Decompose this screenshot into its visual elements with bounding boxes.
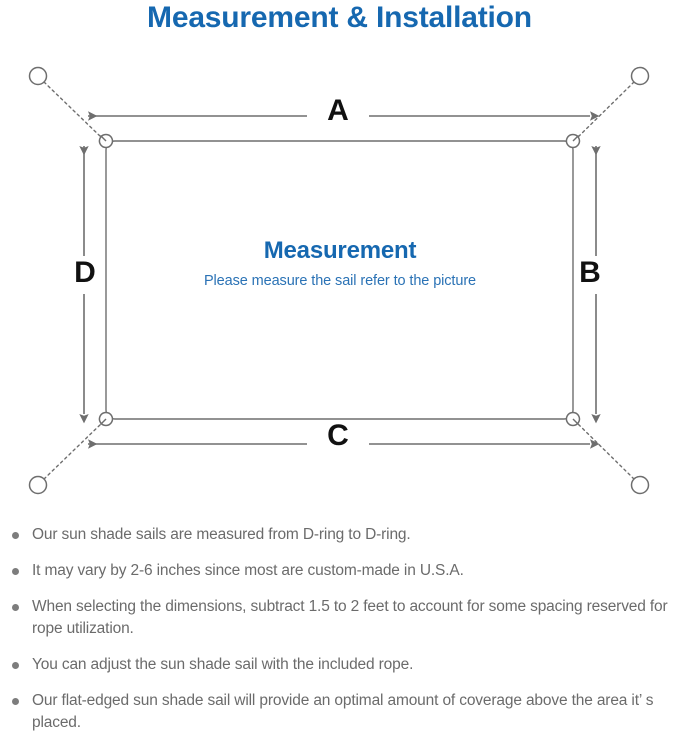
anchor-top-left-icon: [28, 66, 48, 86]
page-title: Measurement & Installation: [147, 1, 532, 34]
rope-top-right: [575, 81, 635, 140]
list-item: When selecting the dimensions, subtract …: [0, 596, 679, 640]
anchor-bottom-left-icon: [28, 475, 48, 495]
measurement-diagram: A B C D Measurement Please measure the s…: [0, 44, 679, 514]
rope-bottom-left: [43, 421, 104, 480]
d-ring-facets: [100, 135, 579, 425]
diagram-svg: [28, 66, 650, 495]
bullet-icon: [12, 532, 19, 539]
list-item: Our flat-edged sun shade sail will provi…: [0, 690, 679, 734]
rope-bottom-right: [575, 421, 635, 480]
dimension-label-b: B: [579, 256, 601, 289]
anchor-top-right-icon: [630, 66, 650, 86]
list-item-text: Our sun shade sails are measured from D-…: [32, 526, 411, 543]
d-ring-facet-bl: [100, 418, 107, 425]
d-ring-facet-br: [572, 418, 579, 425]
list-item-text: Our flat-edged sun shade sail will provi…: [32, 692, 654, 731]
bullet-icon: [12, 568, 19, 575]
bullet-icon: [12, 698, 19, 705]
anchor-bottom-right-icon: [630, 475, 650, 495]
d-ring-facet-tl: [100, 135, 107, 142]
notes-list: Our sun shade sails are measured from D-…: [0, 524, 679, 748]
list-item: Our sun shade sails are measured from D-…: [0, 524, 679, 546]
bullet-icon: [12, 604, 19, 611]
rope-top-left: [43, 81, 104, 140]
sail-center-subtext: Please measure the sail refer to the pic…: [203, 273, 477, 289]
list-item: It may vary by 2-6 inches since most are…: [0, 560, 679, 582]
sail-center-heading: Measurement: [263, 237, 417, 264]
list-item-text: It may vary by 2-6 inches since most are…: [32, 562, 464, 579]
rope-lines: [43, 81, 635, 480]
sail-center-caption: Measurement Please measure the sail refe…: [120, 236, 560, 292]
d-ring-facet-tr: [572, 135, 579, 142]
list-item: You can adjust the sun shade sail with t…: [0, 654, 679, 676]
list-item-text: When selecting the dimensions, subtract …: [32, 598, 668, 637]
list-item-text: You can adjust the sun shade sail with t…: [32, 656, 414, 673]
sail-body: [105, 140, 574, 420]
bullet-icon: [12, 662, 19, 669]
dimension-label-d: D: [74, 256, 96, 289]
dimension-label-a: A: [327, 94, 349, 127]
anchor-rings: [28, 66, 650, 495]
dimension-label-c: C: [327, 419, 349, 452]
